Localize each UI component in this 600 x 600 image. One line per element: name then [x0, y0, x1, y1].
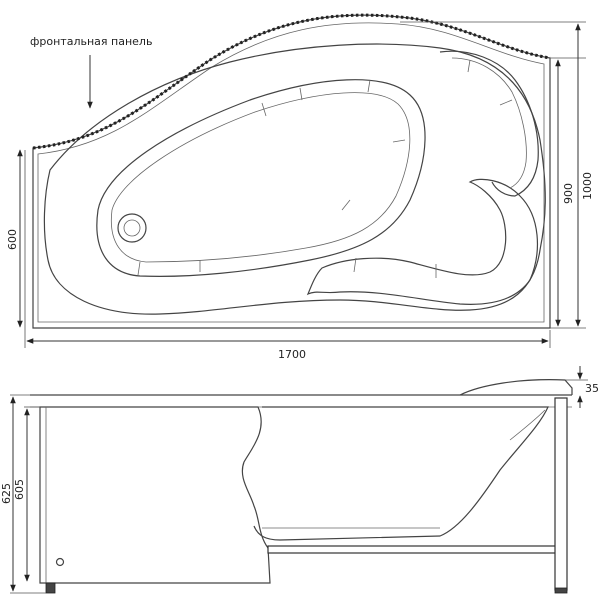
tub-bowl-contour — [43, 43, 546, 315]
front-panel-side — [39, 406, 271, 584]
depth-right-dimension-label: 1000 — [581, 172, 594, 200]
tub-inner-rim — [37, 22, 545, 323]
support-frame-leg — [554, 397, 568, 591]
depth-left-dimension-label: 600 — [6, 229, 19, 250]
depth-mid-dimension-label: 900 — [562, 183, 575, 204]
drain-outer — [117, 213, 147, 243]
side-view: 625 605 35 — [0, 366, 599, 594]
height-total-dimension-label: 625 — [0, 483, 13, 504]
front-panel-label: фронтальная панель — [30, 35, 152, 48]
headrest-profile — [459, 379, 573, 396]
tub-leg-left — [45, 582, 56, 594]
tub-seat-area — [306, 178, 539, 305]
tub-backrest-channel-inner — [451, 57, 527, 189]
tub-backrest-channel — [439, 50, 539, 197]
front-panel-line — [32, 13, 551, 150]
headrest-dimension-label: 35 — [585, 382, 599, 395]
length-dimension-label: 1700 — [278, 348, 306, 361]
lounge-segment-lines — [137, 59, 513, 278]
top-view: фронтальная панель 1700 600 900 1000 — [6, 13, 594, 361]
panel-fastener — [55, 557, 65, 567]
support-frame-bottom — [267, 545, 559, 554]
tub-main-basin-inner — [110, 92, 411, 263]
tub-leg-right — [554, 587, 568, 594]
tub-body-profile — [253, 406, 549, 541]
height-body-dimension-label: 605 — [13, 479, 26, 500]
tub-main-basin — [96, 79, 426, 277]
drain-inner — [123, 219, 141, 237]
tub-outer-outline — [32, 14, 551, 329]
